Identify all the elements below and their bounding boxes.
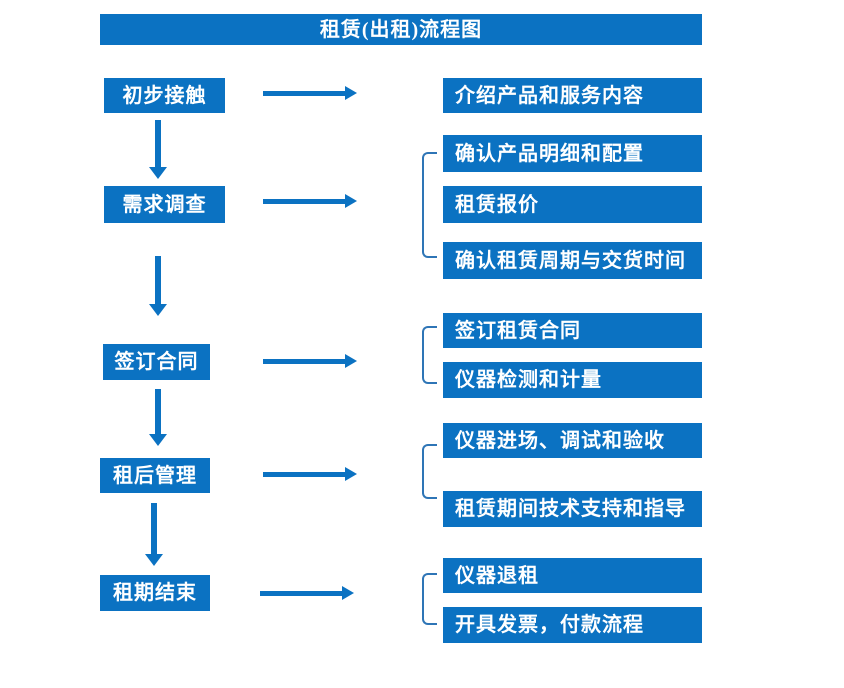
bracket-demand-survey-group bbox=[422, 152, 437, 258]
detail-box-confirm-period-delivery: 确认租赁周期与交货时间 bbox=[443, 242, 702, 279]
step-box-initial-contact: 初步接触 bbox=[104, 78, 225, 113]
arrow-head bbox=[149, 167, 167, 179]
detail-box-confirm-product-config: 确认产品明细和配置 bbox=[443, 135, 702, 172]
arrow-shaft bbox=[263, 358, 346, 364]
arrow-down-icon bbox=[145, 503, 163, 566]
arrow-head bbox=[145, 554, 163, 566]
step-box-rental-end: 租期结束 bbox=[100, 575, 210, 611]
arrow-right-icon bbox=[263, 467, 357, 481]
arrow-down-icon bbox=[149, 256, 167, 316]
flowchart-title: 租赁(出租)流程图 bbox=[100, 14, 702, 45]
arrow-shaft bbox=[263, 198, 346, 204]
bracket-sign-contract-group bbox=[422, 326, 437, 384]
detail-box-rental-quotation: 租赁报价 bbox=[443, 186, 702, 223]
arrow-head bbox=[149, 304, 167, 316]
arrow-down-icon bbox=[149, 389, 167, 446]
arrow-shaft bbox=[155, 120, 161, 168]
arrow-shaft bbox=[155, 389, 161, 435]
step-box-demand-survey: 需求调查 bbox=[104, 186, 225, 223]
arrow-right-icon bbox=[263, 354, 357, 368]
step-box-sign-contract: 签订合同 bbox=[103, 344, 210, 380]
arrow-head bbox=[345, 354, 357, 368]
detail-box-instrument-setup-acceptance: 仪器进场、调试和验收 bbox=[443, 423, 702, 458]
arrow-head bbox=[342, 586, 354, 600]
arrow-shaft bbox=[263, 471, 346, 477]
detail-box-tech-support: 租赁期间技术支持和指导 bbox=[443, 491, 702, 527]
arrow-right-icon bbox=[263, 86, 357, 100]
arrow-head bbox=[345, 467, 357, 481]
detail-box-instrument-return: 仪器退租 bbox=[443, 558, 702, 593]
arrow-shaft bbox=[260, 590, 343, 596]
arrow-right-icon bbox=[260, 586, 354, 600]
detail-box-introduce-products: 介绍产品和服务内容 bbox=[443, 78, 702, 113]
arrow-head bbox=[149, 434, 167, 446]
step-box-post-rental-management: 租后管理 bbox=[100, 458, 210, 493]
detail-box-invoice-payment: 开具发票，付款流程 bbox=[443, 607, 702, 643]
arrow-shaft bbox=[155, 256, 161, 305]
detail-box-instrument-testing: 仪器检测和计量 bbox=[443, 362, 702, 398]
bracket-rental-end-group bbox=[422, 573, 437, 625]
arrow-head bbox=[345, 194, 357, 208]
arrow-shaft bbox=[263, 90, 346, 96]
arrow-down-icon bbox=[149, 120, 167, 179]
arrow-head bbox=[345, 86, 357, 100]
bracket-post-rental-group bbox=[422, 444, 437, 499]
detail-box-sign-rental-contract: 签订租赁合同 bbox=[443, 313, 702, 348]
arrow-shaft bbox=[151, 503, 157, 555]
arrow-right-icon bbox=[263, 194, 357, 208]
